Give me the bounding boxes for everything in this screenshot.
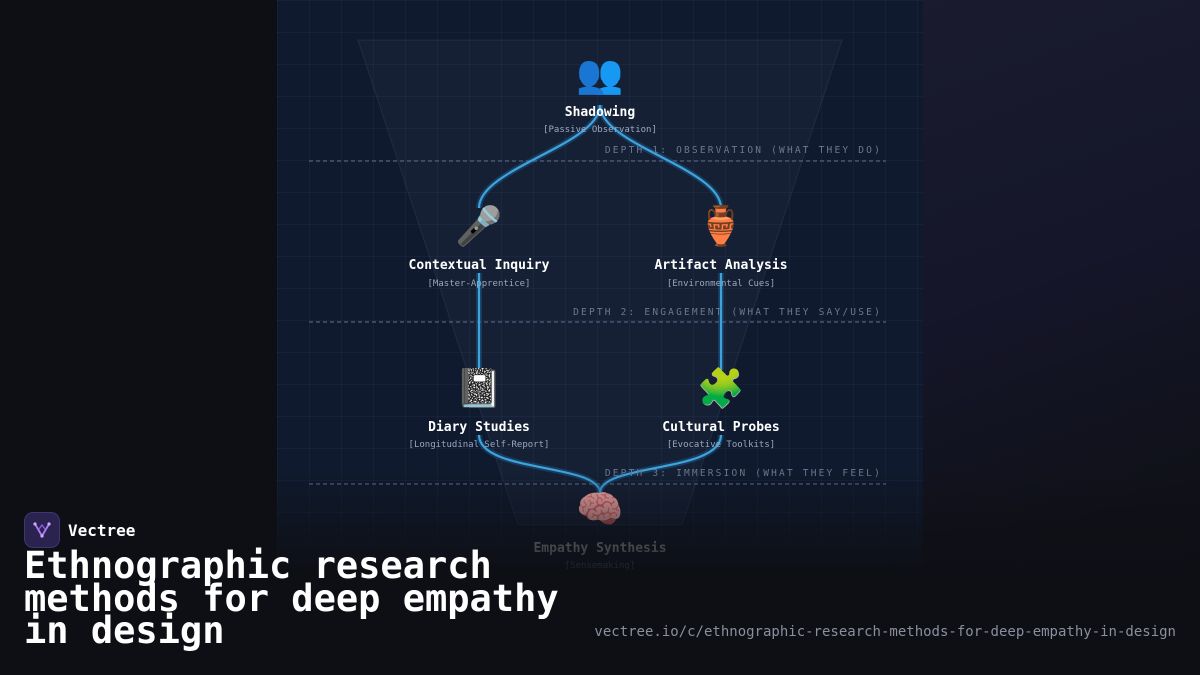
microphone-icon: 🎤 <box>455 204 503 248</box>
page-url: vectree.io/c/ethnographic-research-metho… <box>594 624 1176 640</box>
people-icon: 👥 <box>576 52 624 96</box>
node-sub-probes: [Evocative Toolkits] <box>666 440 776 450</box>
edge-shadowing-artifact <box>598 104 723 209</box>
node-label-contextual: Contextual Inquiry <box>408 258 550 273</box>
node-label-shadowing: Shadowing <box>564 105 636 120</box>
notebook-icon: 📓 <box>455 366 503 410</box>
node-label-artifact: Artifact Analysis <box>654 258 788 273</box>
depth-label-2: DEPTH 2: ENGAGEMENT (WHAT THEY SAY/USE) <box>573 307 882 318</box>
node-sub-contextual: [Master-Apprentice] <box>427 279 531 289</box>
bottom-fade <box>0 470 1200 675</box>
brand-name: Vectree <box>68 520 136 540</box>
node-label-probes: Cultural Probes <box>662 420 780 435</box>
node-sub-shadowing: [Passive Observation] <box>543 125 657 135</box>
node-sub-diary: [Longitudinal Self-Report] <box>408 440 550 450</box>
edge-shadowing-contextual <box>477 104 602 209</box>
amphora-icon: 🏺 <box>697 204 745 248</box>
node-label-diary: Diary Studies <box>428 420 530 435</box>
brand: Vectree <box>24 512 135 548</box>
depth-label-1: DEPTH 1: OBSERVATION (WHAT THEY DO) <box>604 145 882 156</box>
node-sub-artifact: [Environmental Cues] <box>666 279 776 289</box>
puzzle-piece-icon: 🧩 <box>697 366 745 410</box>
vectree-logo-icon <box>24 512 60 548</box>
page-title: Ethnographic research methods for deep e… <box>24 544 559 652</box>
